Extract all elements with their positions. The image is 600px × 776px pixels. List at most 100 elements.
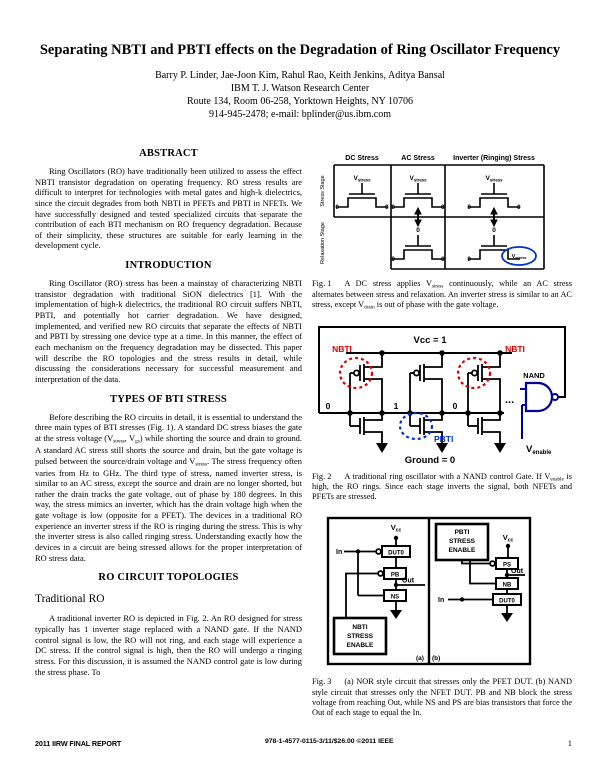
left-column: ABSTRACT Ring Oscillators (RO) have trad…: [35, 148, 302, 679]
figure1-caption-text: continuously, while an AC stress alterna…: [312, 279, 572, 309]
figure3-caption: Fig. 3(a) NOR style circuit that stresse…: [312, 677, 572, 717]
figure3-label: Fig. 3: [312, 677, 332, 687]
types-body: Before describing the RO circuits in det…: [35, 412, 302, 564]
fig3b-in-label: In: [438, 597, 444, 604]
fig1-row-relax: Relaxation Stage: [320, 222, 326, 264]
figure2: Vcc = 1: [312, 321, 572, 503]
figure1-caption: Fig. 1 A DC stress applies Vstress contin…: [312, 279, 572, 311]
abstract-body: Ring Oscillators (RO) have traditionally…: [35, 166, 302, 251]
figure1-graphic: DC Stress AC Stress Inverter (Ringing) S…: [320, 155, 545, 270]
traditional-ro-subheading: Traditional RO: [35, 593, 105, 606]
page-number: 1: [567, 738, 572, 748]
paper-title: Separating NBTI and PBTI effects on the …: [39, 42, 561, 58]
fig3-panel-b-circuit: Vcc PBTI STRESS ENABLE PS Out NB DUT0 In…: [432, 523, 525, 662]
fig3a-in-label: In: [336, 549, 342, 556]
fig2-venable-label: Venable: [526, 444, 552, 456]
fig1-inv-alternation-arrow: [490, 206, 498, 228]
topologies-heading: RO CIRCUIT TOPOLOGIES: [98, 572, 239, 584]
traditional-ro-body: A traditional inverter RO is depicted in…: [35, 613, 302, 677]
fig3b-dut0-label: DUT0: [499, 599, 515, 605]
types-seg3: ) while shorting the source and drain to…: [35, 432, 302, 466]
fig3a-enable-line1: NBTI: [352, 624, 367, 631]
figure1-label: Fig. 1: [312, 279, 332, 288]
fig1-zero: 0: [391, 256, 395, 263]
figure1-caption-sub: drain: [364, 304, 375, 311]
footer-isbn: 978-1-4577-0115-3/11/$26.00 ©2011 IEEE: [265, 738, 394, 745]
figure1-caption-sub: stress: [431, 283, 444, 290]
fig2-nand-gate-icon: [520, 381, 559, 439]
fig1-col-dc: DC Stress: [345, 155, 379, 162]
fig1-zero: 0: [517, 204, 521, 211]
fig2-nbti-label-left: NBTI: [332, 344, 352, 354]
fig1-zero: 0: [335, 204, 339, 211]
fig1-transistor-inv-relax: [468, 235, 520, 260]
fig3a-enable-line3: ENABLE: [347, 642, 374, 649]
fig2-nbti-ellipse-left: [338, 356, 374, 389]
fig2-vcc-label: Vcc = 1: [413, 335, 447, 346]
fig2-inverter-stages: [349, 352, 501, 443]
address: Route 134, Room 06-258, Yorktown Heights…: [186, 96, 414, 108]
fig2-node0-label: 0: [326, 401, 331, 411]
fig3b-out-label: Out: [511, 568, 524, 575]
figure3-caption-text: (a) NOR style circuit that stresses only…: [312, 677, 572, 717]
fig1-zero: 0: [416, 227, 420, 234]
fig3a-out-label: Out: [402, 578, 415, 585]
fig2-ellipsis: ...: [505, 394, 514, 406]
types-heading: TYPES OF BTI STRESS: [110, 393, 227, 405]
fig2-pbti-label: PBTI: [434, 434, 453, 444]
types-sub2: gs: [135, 438, 140, 445]
fig1-vstress-label: Vstress: [485, 175, 503, 183]
fig2-nbti-label-right: NBTI: [505, 344, 525, 354]
fig1-zero: 0: [441, 256, 445, 263]
fig2-pbti-ellipse: [398, 411, 434, 440]
fig1-transistor-dc-stress: [336, 183, 388, 208]
fig1-col-ac: AC Stress: [401, 155, 435, 162]
fig2-nbti-ellipse-right: [456, 356, 492, 389]
figure3: Vcc: [312, 512, 572, 717]
fig2-node2-label: 0: [453, 401, 458, 411]
figure2-caption-text: is high, the RO rings. Since each stage …: [312, 471, 572, 502]
fig2-ground-arrows: [376, 442, 506, 453]
fig3a-panel-label: (a): [416, 655, 424, 662]
fig3a-pb-label: PB: [391, 573, 400, 579]
fig1-row-stress: Stress Stage: [320, 175, 326, 207]
figure2-label: Fig. 2: [312, 471, 332, 481]
figure1-caption-text: is out of phase with the gate voltage.: [374, 299, 499, 309]
contact-email: 914-945-2478; e-mail: bplinder@us.ibm.co…: [209, 109, 391, 121]
introduction-body: Ring Oscillator (RO) stress has been a m…: [35, 278, 302, 384]
fig2-node1-label: 1: [394, 401, 399, 411]
fig1-vstress-label: Vstress: [409, 175, 427, 183]
fig3a-dut0-label: DUT0: [388, 551, 404, 557]
fig1-zero: 0: [467, 256, 471, 263]
fig3b-vcc-label: Vcc: [503, 533, 514, 544]
fig3b-enable-line2: STRESS: [449, 538, 476, 545]
introduction-heading: INTRODUCTION: [125, 260, 212, 272]
figure1-caption-text: A DC stress applies V: [344, 279, 432, 288]
types-seg2: , V: [124, 432, 136, 443]
fig1-ac-alternation-arrow: [414, 206, 422, 228]
author-list: Barry P. Linder, Jae-Joon Kim, Rahul Rao…: [155, 70, 445, 82]
fig2-feedback-wire: [318, 325, 566, 413]
footer-report-name: 2011 IIRW FINAL REPORT: [35, 739, 122, 748]
fig3a-ns-label: NS: [391, 595, 399, 601]
fig1-transistor-ac-stress: [392, 183, 444, 208]
fig1-vdrain-stress-label: Vstress: [512, 254, 527, 260]
paper-header: Separating NBTI and PBTI effects on the …: [30, 42, 570, 121]
affiliation: IBM T. J. Watson Research Center: [230, 83, 370, 95]
fig1-zero: 0: [385, 204, 389, 211]
fig1-zero: 0: [391, 204, 395, 211]
fig3b-panel-label: (b): [432, 655, 440, 662]
fig1-zero: 0: [467, 204, 471, 211]
fig1-transistor-ac-relax: [392, 235, 444, 260]
fig1-transistor-inv-stress: [468, 183, 520, 208]
abstract-heading: ABSTRACT: [139, 148, 198, 159]
fig1-grid: [333, 164, 545, 270]
fig1-zero: 0: [492, 227, 496, 234]
fig3b-enable-line1: PBTI: [455, 529, 470, 536]
page-footer: 2011 IIRW FINAL REPORT 978-1-4577-0115-3…: [35, 738, 572, 748]
types-seg1: Before describing the RO circuits in det…: [35, 411, 302, 443]
types-sub1: stress: [113, 438, 125, 445]
types-sub3: stress: [195, 460, 207, 467]
